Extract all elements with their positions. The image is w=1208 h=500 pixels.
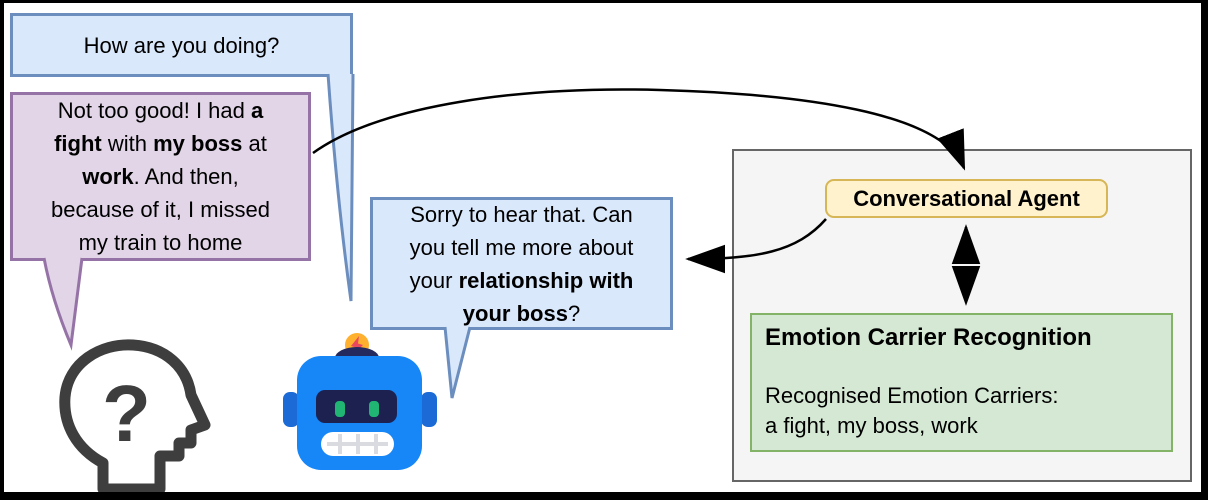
robot-ear-right bbox=[421, 392, 437, 427]
conversational-agent-box: Conversational Agent bbox=[825, 179, 1108, 218]
ecr-title: Emotion Carrier Recognition bbox=[765, 324, 1092, 351]
ecr-carriers-list: a fight, my boss, work bbox=[765, 413, 978, 438]
agent-followup-bubble-tail bbox=[443, 326, 472, 399]
robot-eye-right bbox=[369, 401, 379, 417]
robot-eye-left bbox=[335, 401, 345, 417]
question-mark-glyph: ? bbox=[102, 369, 151, 458]
robot-visor bbox=[316, 390, 397, 423]
speech-bubble-greeting: How are you doing? bbox=[10, 13, 353, 77]
emotion-carrier-recognition-box: Emotion Carrier Recognition Recognised E… bbox=[750, 313, 1173, 452]
ecr-recognised-label: Recognised Emotion Carriers: bbox=[765, 383, 1059, 408]
human-head-question-icon: ? bbox=[55, 337, 217, 497]
user-reply-bubble-tail bbox=[42, 257, 84, 351]
conversational-agent-label: Conversational Agent bbox=[853, 185, 1080, 211]
greeting-bubble-tail bbox=[326, 73, 355, 302]
robot-teeth-grid bbox=[327, 434, 388, 454]
robot-ear-left bbox=[283, 392, 299, 427]
robot-icon bbox=[283, 331, 439, 473]
lightning-bolt-icon bbox=[351, 336, 363, 355]
greeting-text: How are you doing? bbox=[83, 32, 280, 58]
